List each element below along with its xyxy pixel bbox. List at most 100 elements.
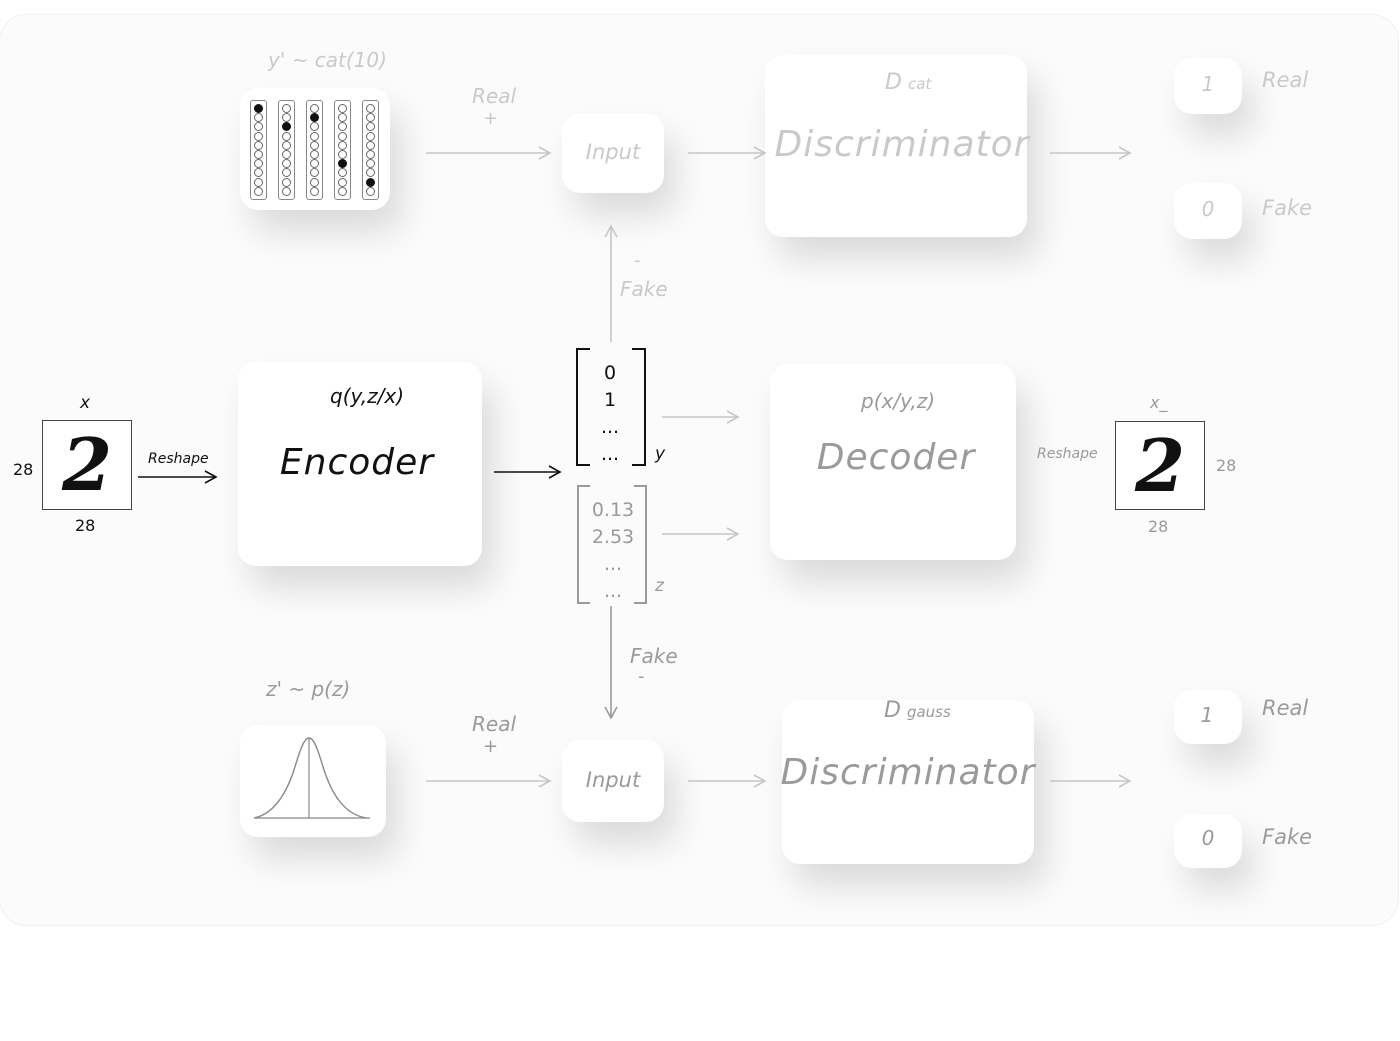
- one-hot-dot: [310, 104, 319, 113]
- one-hot-dot: [310, 132, 319, 141]
- one-hot-dot: [366, 132, 375, 141]
- z-vector-label: z: [655, 576, 664, 596]
- y-vector-entry: ...: [585, 441, 635, 468]
- y-vector-entry: 0: [585, 360, 635, 387]
- y-vector-entry: ...: [585, 414, 635, 441]
- top-disc-symbol: Dcat: [885, 70, 931, 95]
- bottom-fake-label: Fake: [630, 644, 678, 668]
- one-hot-dot: [366, 104, 375, 113]
- one-hot-dot: [282, 132, 291, 141]
- one-hot-dot: [310, 168, 319, 177]
- bottom-disc-symbol-d: D: [884, 698, 901, 723]
- one-hot-active-dot: [282, 122, 291, 131]
- one-hot-dot: [254, 178, 263, 187]
- one-hot-samples-icon: [250, 100, 386, 200]
- one-hot-dot: [310, 187, 319, 196]
- one-hot-dot: [366, 141, 375, 150]
- one-hot-dot: [310, 122, 319, 131]
- one-hot-dot: [338, 187, 347, 196]
- z-vector-entry: ...: [583, 578, 643, 605]
- one-hot-dot: [338, 113, 347, 122]
- top-real-output-label: Real: [1262, 68, 1308, 92]
- bottom-minus-sign: -: [638, 666, 645, 687]
- z-vector-entry: 2.53: [583, 524, 643, 551]
- top-real-label: Real: [472, 84, 516, 108]
- bottom-real-label: Real: [472, 712, 516, 736]
- gauss-discriminator-label: Discriminator: [781, 752, 1036, 793]
- one-hot-dot: [254, 141, 263, 150]
- one-hot-dot: [338, 168, 347, 177]
- bottom-fake-output-label: Fake: [1262, 825, 1312, 849]
- one-hot-dot: [366, 168, 375, 177]
- categorical-prior-label: y' ~ cat(10): [268, 48, 387, 72]
- bottom-input-label: Input: [586, 768, 640, 792]
- one-hot-dot: [254, 159, 263, 168]
- one-hot-dot: [282, 187, 291, 196]
- one-hot-dot: [366, 113, 375, 122]
- one-hot-dot: [254, 150, 263, 159]
- one-hot-column: [362, 100, 379, 200]
- encoder-label: Encoder: [280, 442, 434, 483]
- one-hot-dot: [254, 187, 263, 196]
- z-vector: 0.132.53......: [583, 497, 643, 605]
- one-hot-dot: [310, 141, 319, 150]
- one-hot-dot: [282, 150, 291, 159]
- one-hot-dot: [310, 178, 319, 187]
- bottom-disc-symbol: Dgauss: [884, 698, 951, 723]
- one-hot-dot: [254, 122, 263, 131]
- bottom-fake-output-value: 0: [1202, 826, 1215, 850]
- top-plus-sign: +: [483, 108, 498, 129]
- one-hot-dot: [254, 168, 263, 177]
- bottom-disc-subscript: gauss: [907, 703, 951, 721]
- y-vector: 01......: [585, 360, 635, 468]
- one-hot-dot: [338, 104, 347, 113]
- bottom-real-output-value: 1: [1201, 703, 1214, 727]
- z-vector-entry: ...: [583, 551, 643, 578]
- reconstructed-digit-glyph: 2: [1116, 424, 1204, 508]
- one-hot-dot: [338, 150, 347, 159]
- top-minus-sign: -: [634, 250, 641, 271]
- top-fake-label: Fake: [620, 277, 668, 301]
- one-hot-active-dot: [254, 104, 263, 113]
- top-fake-output-value: 0: [1202, 197, 1215, 221]
- one-hot-dot: [310, 150, 319, 159]
- one-hot-dot: [338, 122, 347, 131]
- reshape-left-label: Reshape: [148, 451, 209, 467]
- one-hot-column: [278, 100, 295, 200]
- y-vector-entry: 1: [585, 387, 635, 414]
- reconstructed-digit-image: 2: [1115, 421, 1205, 510]
- one-hot-dot: [338, 141, 347, 150]
- bottom-real-output-label: Real: [1262, 696, 1308, 720]
- one-hot-dot: [254, 113, 263, 122]
- one-hot-active-dot: [338, 159, 347, 168]
- input-height-label: 28: [13, 460, 33, 479]
- reconstruction-width-label: 28: [1148, 517, 1168, 536]
- encoder-formula: q(y,z/x): [330, 384, 404, 408]
- z-vector-entry: 0.13: [583, 497, 643, 524]
- bottom-plus-sign: +: [483, 736, 498, 757]
- one-hot-dot: [282, 178, 291, 187]
- gaussian-prior-label: z' ~ p(z): [266, 677, 350, 701]
- one-hot-dot: [366, 187, 375, 196]
- decoder-formula: p(x/y,z): [861, 389, 935, 413]
- input-digit-image: 2: [42, 420, 132, 510]
- reconstruction-height-label: 28: [1216, 456, 1236, 475]
- input-digit-glyph: 2: [43, 423, 131, 507]
- one-hot-dot: [366, 150, 375, 159]
- input-width-label: 28: [75, 516, 95, 535]
- one-hot-dot: [282, 113, 291, 122]
- one-hot-column: [250, 100, 267, 200]
- top-real-output-value: 1: [1202, 72, 1215, 96]
- one-hot-dot: [366, 159, 375, 168]
- one-hot-dot: [282, 141, 291, 150]
- top-disc-symbol-d: D: [885, 70, 902, 95]
- one-hot-dot: [254, 132, 263, 141]
- one-hot-dot: [366, 122, 375, 131]
- top-disc-subscript: cat: [908, 75, 931, 93]
- top-fake-output-label: Fake: [1262, 196, 1312, 220]
- cat-discriminator-label: Discriminator: [775, 124, 1030, 165]
- one-hot-column: [334, 100, 351, 200]
- one-hot-active-dot: [310, 113, 319, 122]
- one-hot-dot: [338, 178, 347, 187]
